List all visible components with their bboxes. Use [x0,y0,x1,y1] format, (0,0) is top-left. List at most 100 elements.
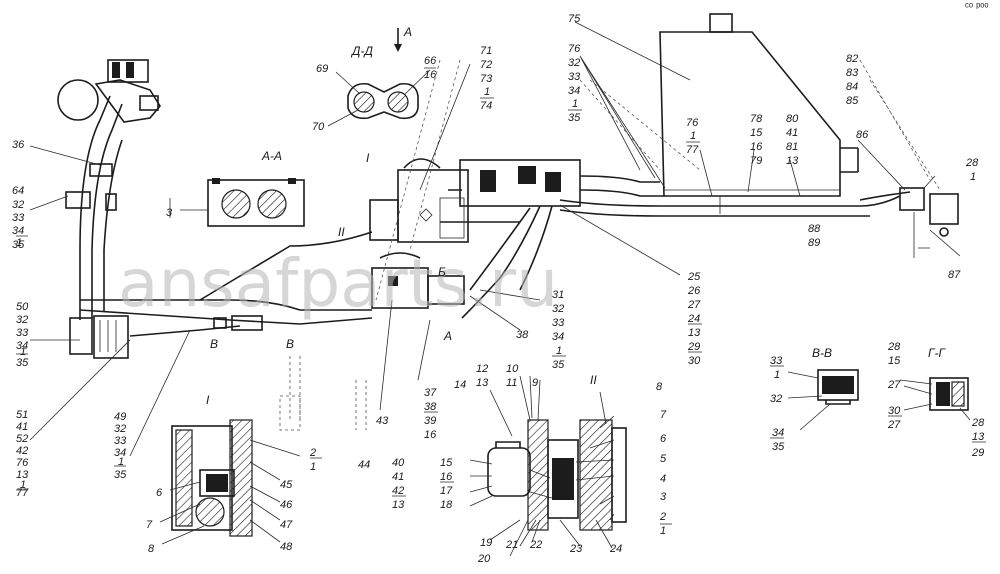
arrow-a-label: А [403,25,412,39]
callout-10: 10 [506,363,519,375]
callout-34: 34 [114,447,126,459]
callout-82: 82 [846,53,858,65]
callout-35: 35 [552,359,565,371]
callout-11: 11 [506,377,517,389]
mark-v-right: В [286,337,294,351]
callout-4: 4 [660,473,666,485]
callout-78: 78 [750,113,763,125]
callout-19: 19 [480,537,492,549]
section-gg [899,377,971,421]
section-aa [169,178,305,227]
callout-71: 71 [480,45,492,57]
callout-1: 1 [310,461,316,473]
callout-29: 29 [687,341,700,353]
mark-v-left: В [210,337,218,351]
callout-3: 3 [166,207,173,219]
callout-33: 33 [114,435,127,447]
pump-valve-block [369,158,581,243]
callout-76: 76 [686,117,699,129]
callout-51: 51 [16,409,28,421]
callout-33: 33 [16,327,29,339]
callout-77: 77 [16,487,29,499]
callout-84: 84 [846,81,858,93]
callout-32: 32 [16,314,28,326]
callout-7: 7 [146,519,153,531]
callout-69: 69 [316,63,328,75]
callout-79: 79 [750,155,762,167]
steering-cylinder-assembly [57,59,161,123]
detail-i-title: I [206,393,210,407]
callout-1: 1 [556,345,562,357]
section-title-vv: В-В [812,346,832,360]
callout-labels: 75 76 32 33 34 1 35 71 72 73 1 74 69 66 … [12,13,985,565]
callout-7: 7 [660,409,667,421]
callout-32: 32 [770,393,782,405]
callout-5: 5 [660,453,667,465]
callout-28: 28 [965,157,979,169]
callout-1: 1 [690,130,696,142]
callout-40: 40 [392,457,405,469]
callout-35: 35 [16,357,29,369]
callout-64: 64 [12,185,24,197]
detail-ii [469,375,627,557]
callout-86: 86 [856,129,869,141]
callout-35: 35 [12,239,25,251]
callout-14: 14 [454,379,466,391]
callout-30: 30 [688,355,701,367]
callout-43: 43 [376,415,389,427]
callout-23: 23 [569,543,583,555]
callout-70: 70 [312,121,325,133]
callout-24: 24 [609,543,622,555]
view-arrow-a [394,28,402,52]
callout-15: 15 [888,355,901,367]
callout-48: 48 [280,541,293,553]
callout-74: 74 [480,100,492,112]
callout-44: 44 [358,459,370,471]
callout-18: 18 [440,499,453,511]
hydraulic-tank [659,13,859,214]
view-ii-label: II [338,225,345,239]
callout-26: 26 [687,285,701,297]
callout-77: 77 [686,144,699,156]
callout-1: 1 [118,456,124,468]
callout-35: 35 [114,469,127,481]
mark-b: Б [438,265,446,279]
callout-75: 75 [568,13,581,25]
callout-34: 34 [12,225,24,237]
callout-17: 17 [440,485,453,497]
callout-34: 34 [552,331,564,343]
callout-13: 13 [392,499,405,511]
section-title-aa: А-А [261,149,282,163]
callout-27: 27 [887,419,901,431]
section-dd [327,69,431,127]
callout-underlines [16,67,986,525]
callout-85: 85 [846,95,859,107]
callout-72: 72 [480,59,492,71]
callout-89: 89 [808,237,820,249]
callout-2: 2 [309,447,316,459]
callout-41: 41 [16,421,28,433]
mark-a: А [443,329,452,343]
callout-88: 88 [808,223,821,235]
callout-13: 13 [16,469,29,481]
callout-41: 41 [392,471,404,483]
callout-33: 33 [770,355,783,367]
section-title-dd: Д-Д [350,44,373,58]
callout-24: 24 [687,313,700,325]
callout-30: 30 [888,405,901,417]
callout-27: 27 [887,379,901,391]
callout-13: 13 [476,377,489,389]
callout-35: 35 [772,441,785,453]
callout-8: 8 [656,381,663,393]
callout-76: 76 [568,43,581,55]
callout-32: 32 [568,57,580,69]
callout-42: 42 [16,445,28,457]
section-titles: Д-Д А-А В-В Г-Г А I II I II Б В В А ᶜᵒ ᵖ… [206,1,989,407]
callout-33: 33 [552,317,565,329]
callout-16: 16 [424,69,437,81]
callout-83: 83 [846,67,859,79]
callout-32: 32 [12,199,24,211]
callout-42: 42 [392,485,404,497]
callout-1: 1 [970,171,976,183]
